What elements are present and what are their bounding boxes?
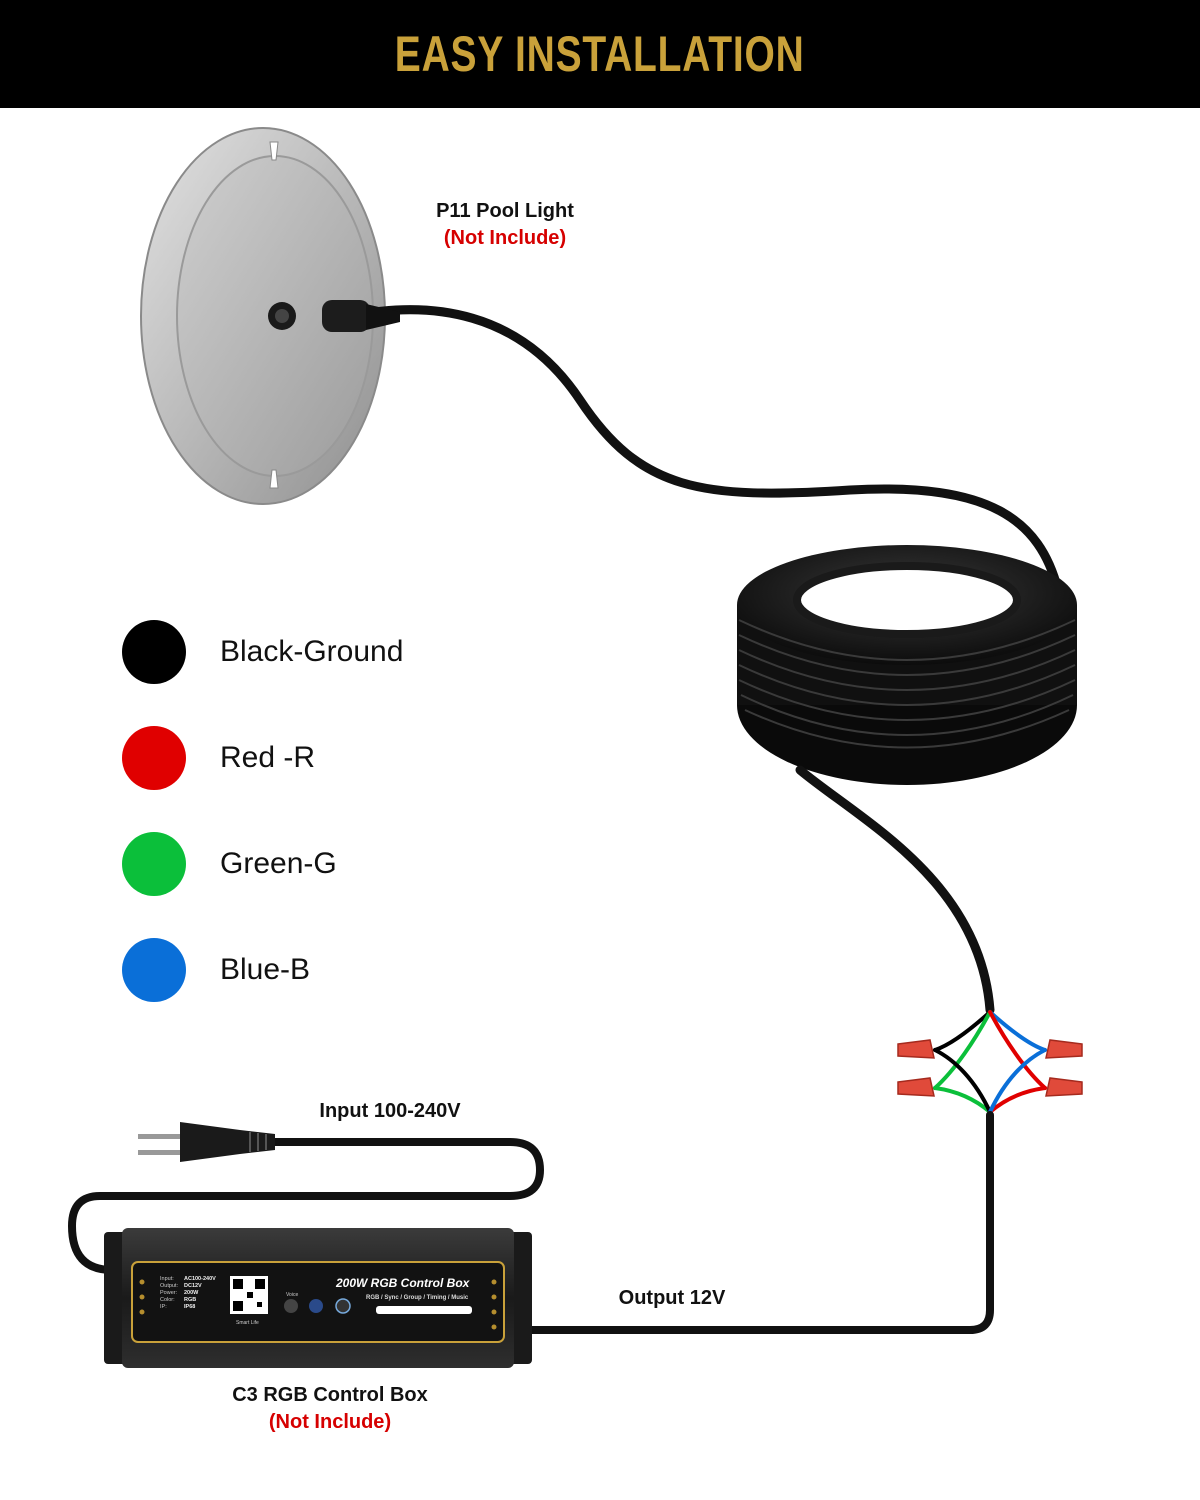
- legend-item-green: Green-G: [122, 832, 403, 896]
- legend-item-red: Red -R: [122, 726, 403, 790]
- panel-app-label: Smart Life: [236, 1320, 259, 1326]
- legend-label: Green-G: [220, 847, 337, 880]
- coil-to-junction-cable: [795, 765, 995, 1015]
- panel-spec-keys: Input: Output: Power: Color: IP:: [160, 1276, 179, 1310]
- control-box-label: C3 RGB Control Box (Not Include): [200, 1384, 460, 1434]
- pool-light-note: (Not Include): [443, 227, 567, 249]
- output-voltage-label: Output 12V: [618, 1287, 726, 1309]
- power-plug: [138, 1122, 275, 1162]
- legend-label: Red -R: [220, 741, 316, 774]
- input-cable: [67, 1138, 545, 1274]
- header-banner: EASY INSTALLATION: [0, 0, 1200, 108]
- input-voltage-label: Input 100-240V: [319, 1100, 461, 1122]
- control-box: [104, 1228, 532, 1368]
- legend-label: Blue-B: [220, 953, 311, 986]
- panel-spec-values: AC100-240V DC12V 200W RGB IP68: [184, 1276, 216, 1310]
- light-cable: [345, 305, 1063, 595]
- cable-coil: [737, 545, 1077, 785]
- legend-label: Black-Ground: [220, 635, 404, 668]
- blue-dot-icon: [122, 938, 186, 1002]
- light-connector: [322, 300, 370, 332]
- pool-light-label: P11 Pool Light (Not Include): [400, 200, 610, 250]
- wire-junction: [933, 1010, 1047, 1114]
- panel-title: 200W RGB Control Box: [336, 1276, 470, 1290]
- black-dot-icon: [122, 620, 186, 684]
- legend-item-black: Black-Ground: [122, 620, 403, 684]
- red-dot-icon: [122, 726, 186, 790]
- control-box-note: (Not Include): [268, 1411, 392, 1433]
- header-title: EASY INSTALLATION: [395, 26, 805, 82]
- panel-features: RGB / Sync / Group / Timing / Music: [366, 1295, 469, 1301]
- pool-light-name: P11 Pool Light: [436, 200, 574, 222]
- wire-color-legend: Black-Ground Red -R Green-G Blue-B: [122, 620, 403, 1044]
- green-dot-icon: [122, 832, 186, 896]
- legend-item-blue: Blue-B: [122, 938, 403, 1002]
- panel-voice-label: Voice: [286, 1292, 299, 1298]
- output-cable: [526, 1111, 994, 1334]
- wire-nuts: [897, 1039, 1083, 1097]
- control-box-name: C3 RGB Control Box: [232, 1384, 428, 1406]
